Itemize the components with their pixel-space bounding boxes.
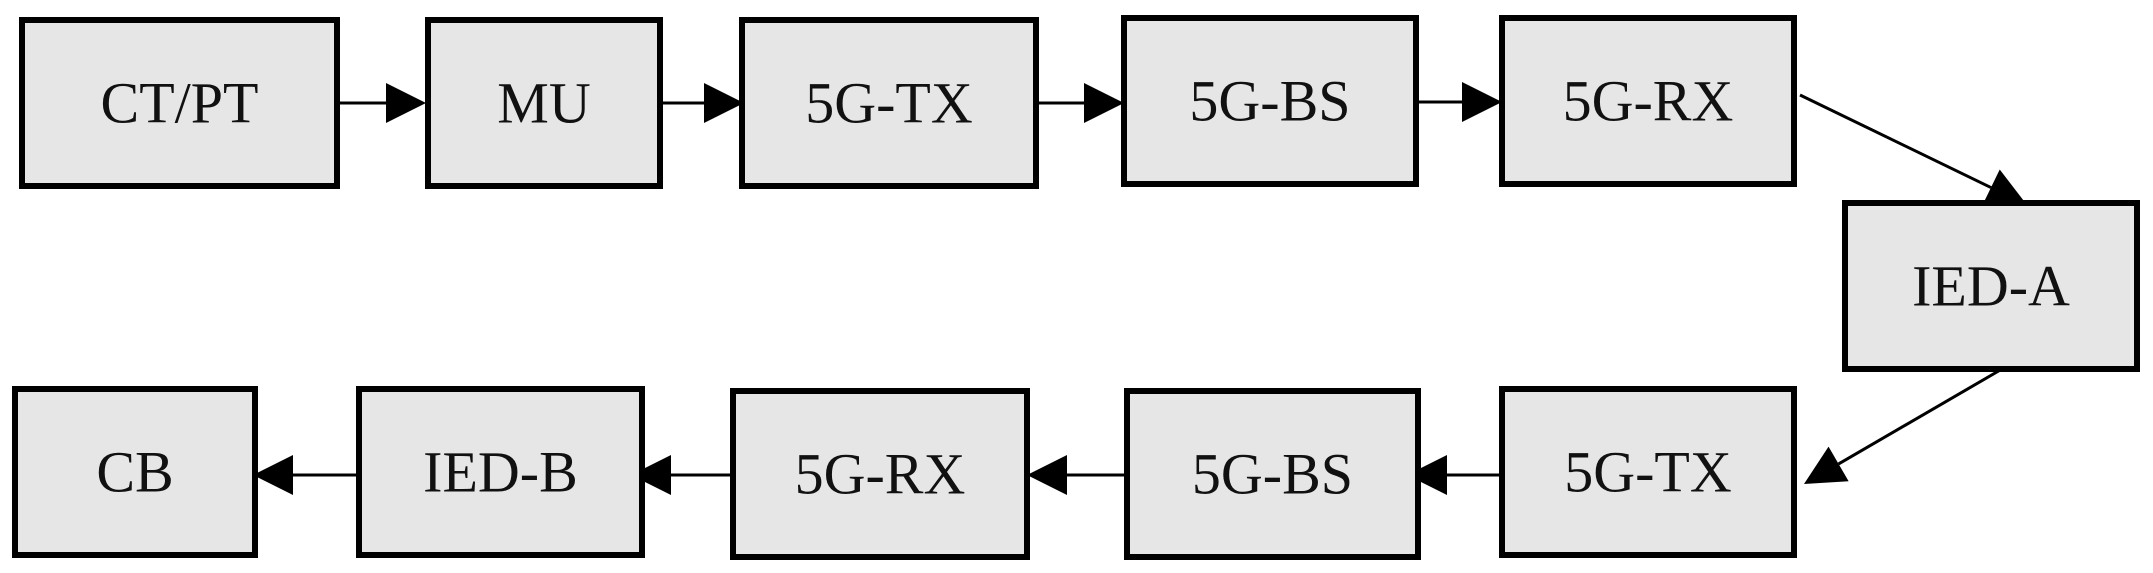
- node-box: [19, 17, 340, 189]
- arrowhead: [253, 455, 293, 495]
- node-label: IED-B: [423, 440, 578, 505]
- node-label: 5G-TX: [1564, 440, 1732, 505]
- node-box: [1842, 200, 2140, 372]
- node-label: 5G-RX: [795, 442, 966, 507]
- arrowhead: [1084, 83, 1124, 123]
- arrow-line: [1837, 367, 2003, 466]
- arrowhead: [704, 83, 744, 123]
- node-label: 5G-RX: [1563, 69, 1734, 134]
- node-box: [12, 386, 258, 558]
- arrow-ctpt-to-mu: [337, 83, 426, 123]
- arrow-rx1-to-ieda: [1799, 93, 2027, 206]
- node-box: [739, 17, 1039, 189]
- node-bs2: 5G-BS: [1124, 388, 1421, 560]
- node-tx2: 5G-TX: [1499, 386, 1797, 558]
- node-box: [425, 17, 663, 189]
- node-ieda: IED-A: [1842, 200, 2140, 372]
- node-label: 5G-TX: [805, 71, 973, 136]
- node-box: [356, 386, 645, 558]
- node-rx2: 5G-RX: [730, 388, 1030, 560]
- node-iedb: IED-B: [356, 386, 645, 558]
- node-label: CB: [96, 440, 173, 505]
- arrow-mu-to-tx1: [660, 83, 744, 123]
- node-box: [1124, 388, 1421, 560]
- arrowhead: [631, 455, 671, 495]
- node-label: MU: [497, 71, 590, 136]
- edges-layer: [253, 82, 2027, 495]
- arrowhead: [1982, 169, 2027, 206]
- arrow-bs1-to-rx1: [1416, 82, 1502, 122]
- arrowhead: [386, 83, 426, 123]
- arrow-tx2-to-bs2: [1407, 455, 1510, 495]
- node-label: 5G-BS: [1192, 442, 1353, 507]
- node-label: CT/PT: [101, 71, 259, 136]
- node-label: 5G-BS: [1189, 69, 1350, 134]
- arrow-rx2-to-iedb: [631, 455, 733, 495]
- arrowhead: [1462, 82, 1502, 122]
- arrowhead: [1027, 455, 1067, 495]
- node-box: [1499, 15, 1797, 187]
- node-rx1: 5G-RX: [1499, 15, 1797, 187]
- arrowhead: [1407, 455, 1447, 495]
- node-ctpt: CT/PT: [19, 17, 340, 189]
- node-label: IED-A: [1912, 254, 2070, 319]
- node-box: [730, 388, 1030, 560]
- arrow-iedb-to-cb: [253, 455, 359, 495]
- arrow-tx1-to-bs1: [1036, 83, 1124, 123]
- node-bs1: 5G-BS: [1121, 15, 1419, 187]
- node-mu: MU: [425, 17, 663, 189]
- arrow-bs2-to-rx2: [1027, 455, 1127, 495]
- node-cb: CB: [12, 386, 258, 558]
- node-tx1: 5G-TX: [739, 17, 1039, 189]
- arrow-ieda-to-tx2: [1804, 367, 2003, 484]
- arrow-line: [1799, 93, 1992, 189]
- node-box: [1121, 15, 1419, 187]
- node-box: [1499, 386, 1797, 558]
- nodes-layer: CT/PT MU 5G-TX 5G-BS 5G-RX IED-A 5G-TX 5G-BS 5G-…: [12, 15, 2140, 560]
- arrowhead: [1804, 446, 1849, 484]
